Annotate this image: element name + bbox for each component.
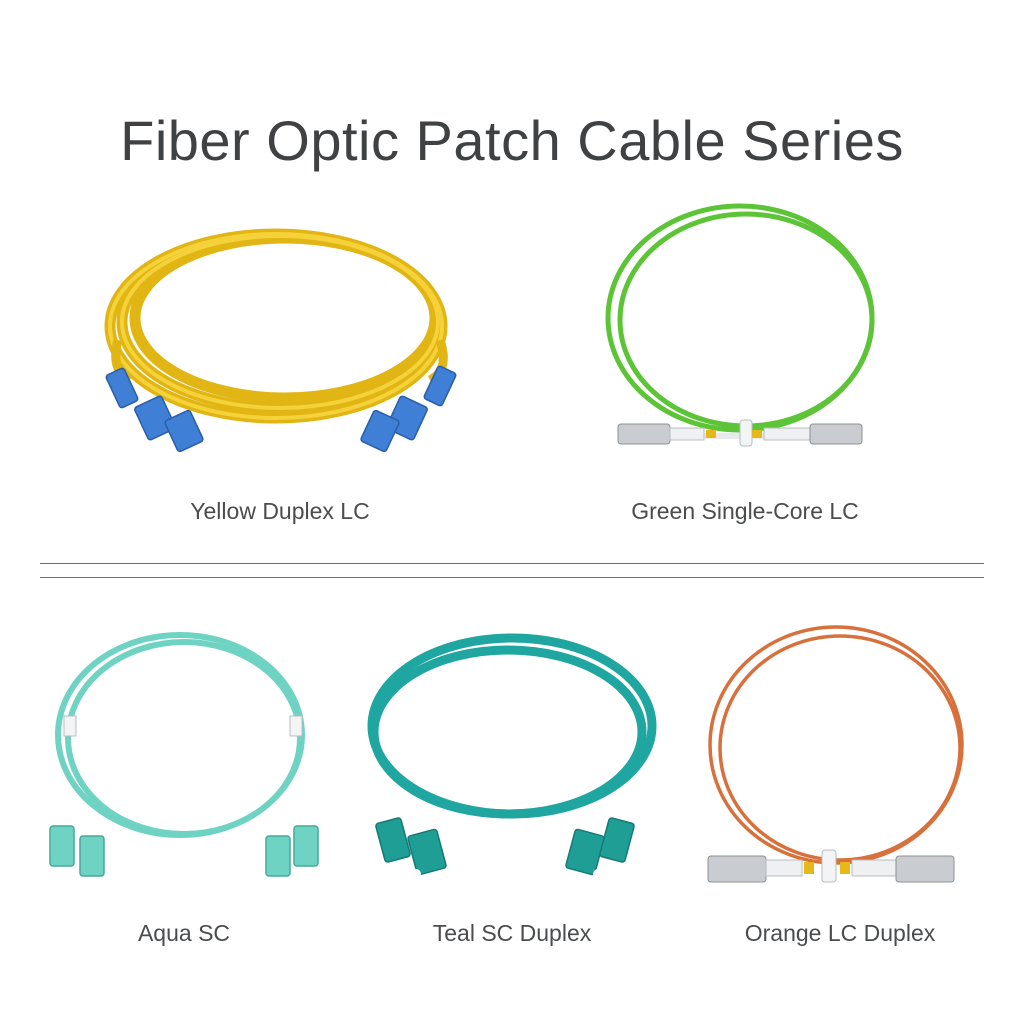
product-label: Orange LC Duplex [744,920,936,946]
product-label: Aqua SC [137,920,231,946]
product-label: Green Single-Core LC [631,498,859,524]
product-label: Yellow Duplex LC [190,498,370,524]
page-title: Fiber Optic Patch Cable Series [120,108,904,172]
product-label: Teal SC Duplex [432,920,592,946]
section-divider [40,563,984,564]
section-divider [40,577,984,578]
